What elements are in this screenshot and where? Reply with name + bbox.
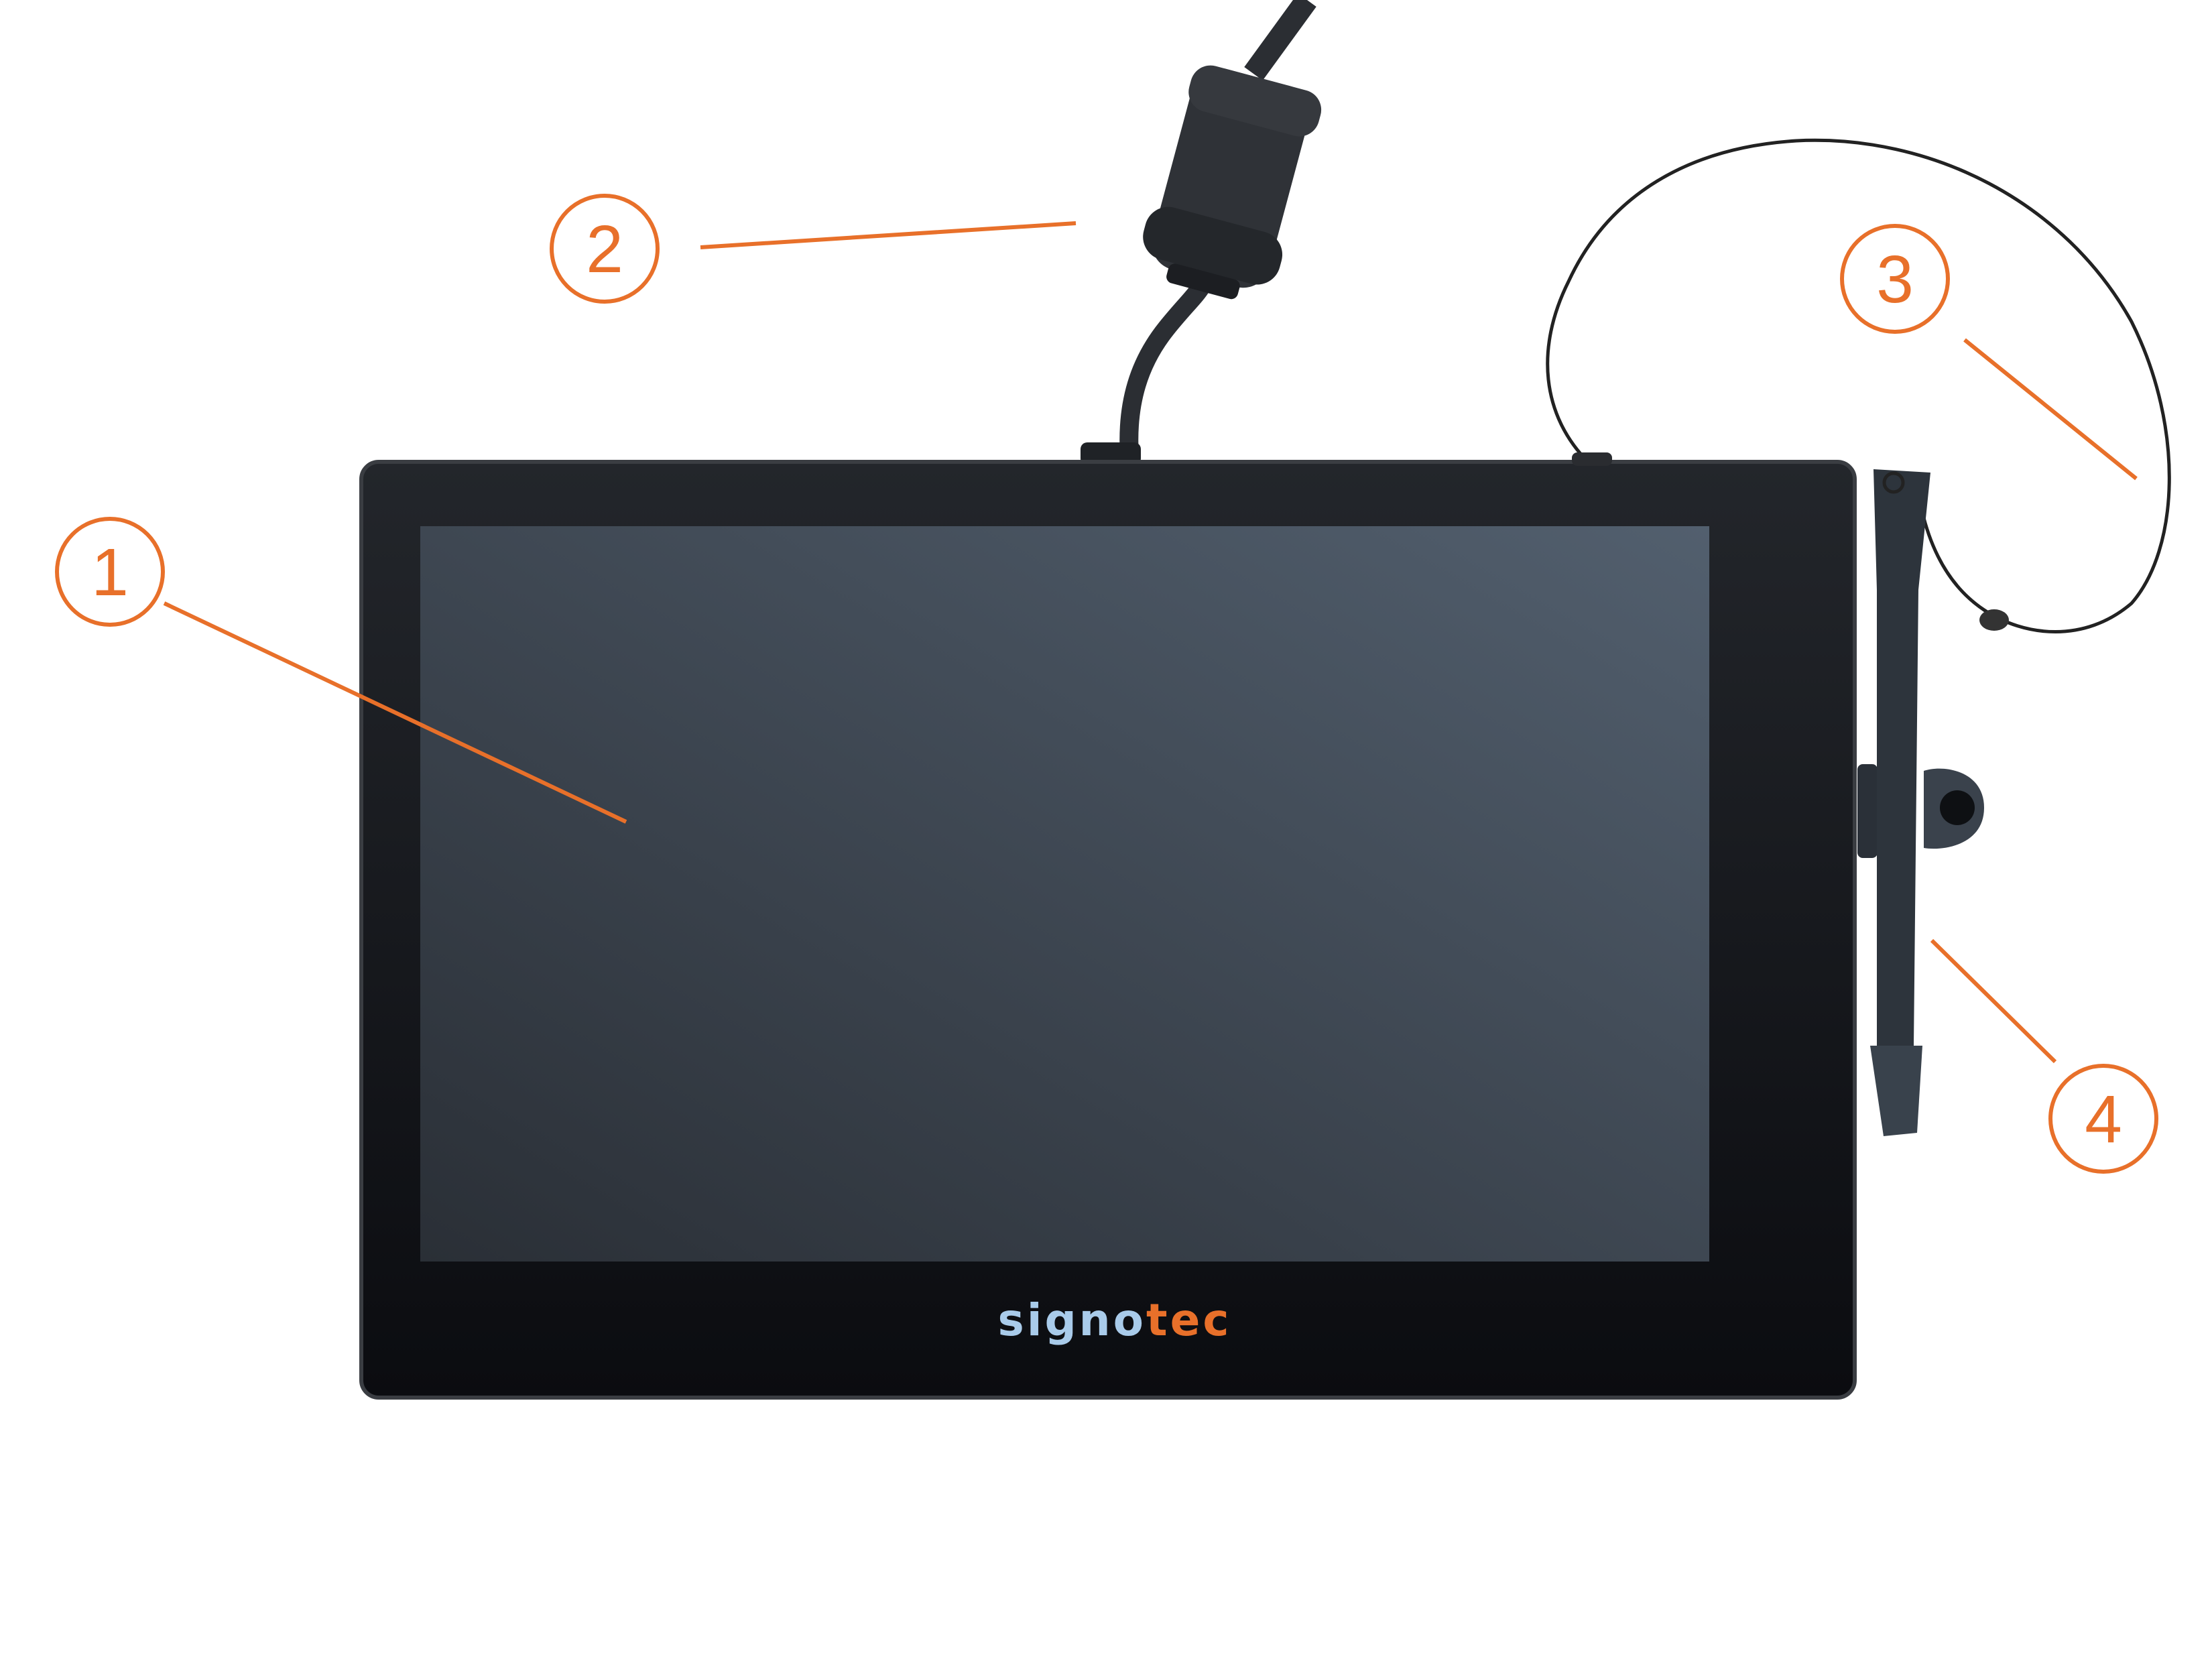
callout-number-3: 3 [1876,242,1914,317]
signature-tablet: signotec [359,452,1857,1400]
callout-circle-2 [550,194,660,304]
pen-lanyard [1546,138,2171,633]
callout-circle-4 [2048,1064,2158,1174]
lanyard-bead [1979,609,2009,631]
brand-logo: signotec [998,1294,1232,1346]
callout-line-2 [700,221,1077,249]
callout-number-4: 4 [2085,1082,2122,1157]
ferrite-core [1143,65,1322,300]
callout-circle-1 [55,517,165,627]
callout-line-1 [163,601,627,824]
callout-number-2: 2 [586,212,623,287]
callout-line-3 [1963,338,2138,481]
display-screen [420,526,1709,1262]
callout-number-1: 1 [91,535,129,610]
callout-line-4 [1930,938,2057,1064]
stylus-pen [1857,469,1984,1136]
callout-circle-3 [1840,224,1950,334]
usb-cable [1081,0,1322,465]
